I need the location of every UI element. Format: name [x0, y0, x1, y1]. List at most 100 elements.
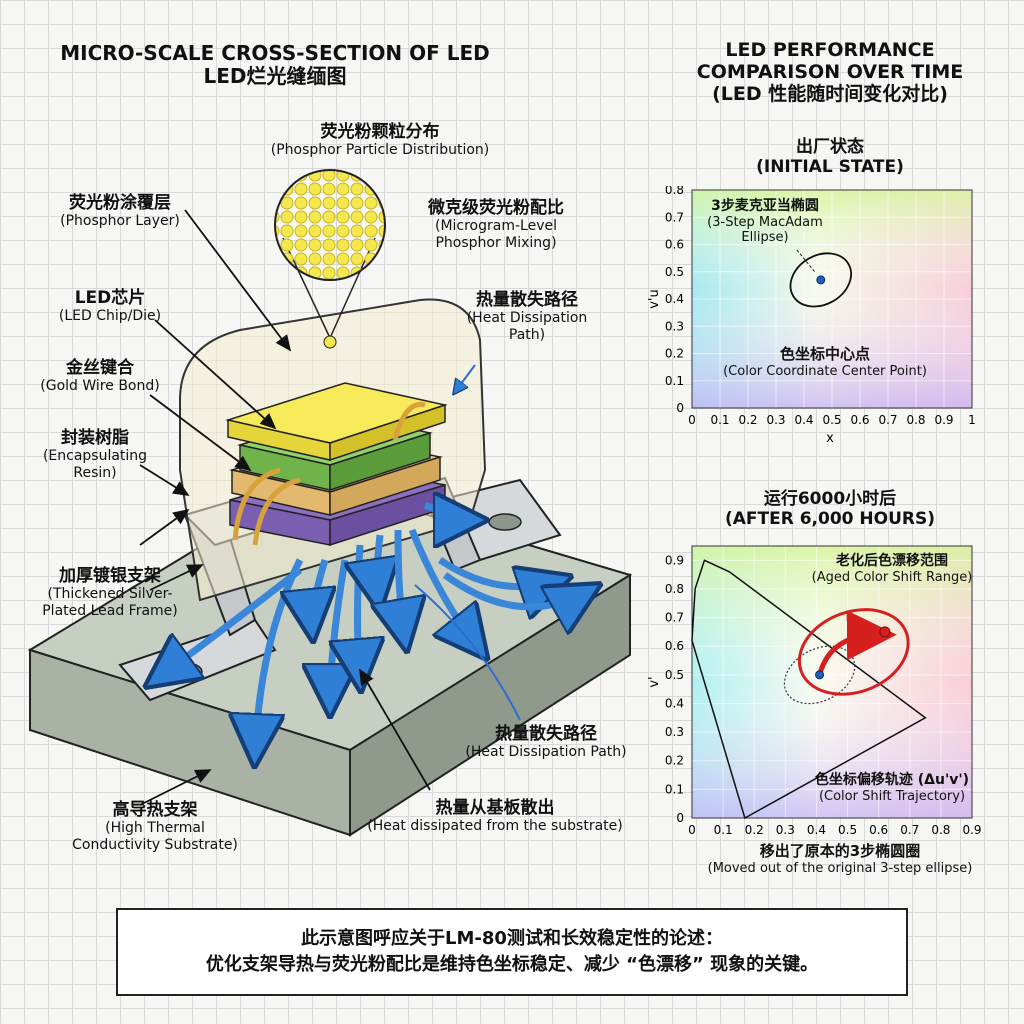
y-tick-label: 0 [676, 401, 684, 415]
plot-frame [691, 545, 973, 819]
y-tick-label: 0.9 [665, 553, 684, 567]
gold-wire-bonds [232, 401, 426, 546]
x-tick-label: 0.8 [906, 413, 925, 427]
wire-zh: 金丝键合 [66, 358, 134, 378]
y-tick-label: 0.8 [665, 582, 684, 596]
frame-en1: (Thickened Silver- [47, 586, 173, 603]
aged-ellipse [797, 608, 910, 696]
center-label-en: (Color Coordinate Center Point) [723, 363, 927, 379]
sub-heat-en: (Heat dissipated from the substrate) [367, 818, 623, 835]
right-title-line2: COMPARISON OVER TIME [696, 60, 964, 83]
wire-en: (Gold Wire Bond) [40, 378, 160, 395]
heat-callout-curve [414, 584, 521, 721]
y-tick-label: 0.5 [665, 265, 684, 279]
y-tick-label: 0.5 [665, 668, 684, 682]
chart1-title-zh: 出厂状态 [796, 137, 864, 157]
substrate-zh: 高导热支架 [112, 800, 198, 820]
footer-line1: 此示意图呼应关于LM-80测试和长效稳定性的论述： [301, 927, 723, 949]
heat-callout-arrow [455, 364, 476, 392]
x-tick-label: 0.1 [710, 413, 729, 427]
x-tick-label: 0.7 [878, 413, 897, 427]
y-axis-label: v' [647, 676, 662, 687]
x-tick-label: 0 [688, 823, 696, 837]
y-tick-label: 0.6 [665, 639, 684, 653]
plot-frame [691, 189, 973, 409]
y-axis-label: v'u [647, 289, 662, 309]
x-tick-label: 0.4 [794, 413, 813, 427]
chip-stack [225, 382, 448, 547]
x-tick-label: 0.2 [745, 823, 764, 837]
x-tick-label: 0.9 [934, 413, 953, 427]
y-tick-label: 0.4 [665, 292, 684, 306]
y-tick-label: 0.4 [665, 696, 684, 710]
ellipse-label-en2: Ellipse) [741, 229, 789, 245]
plot-background-overlay [692, 546, 972, 818]
center-label-zh: 色坐标中心点 [779, 345, 870, 363]
aged-point [879, 626, 891, 638]
y-tick-label: 0.7 [665, 210, 684, 224]
x-tick-label: 0.6 [850, 413, 869, 427]
x-tick-label: 0.5 [822, 413, 841, 427]
frame-zh: 加厚镀银支架 [59, 566, 161, 586]
phosphor-layer-zh: 荧光粉涂覆层 [69, 193, 171, 213]
phosphor-dist-en: (Phosphor Particle Distribution) [270, 142, 490, 159]
ellipse-label-en1: (3-Step MacAdam [707, 214, 823, 230]
phosphor-layer-en: (Phosphor Layer) [60, 213, 180, 230]
x-tick-label: 0.8 [931, 823, 950, 837]
moved-label-en: (Moved out of the original 3-step ellips… [707, 860, 973, 876]
x-tick-label: 0.5 [838, 823, 857, 837]
x-tick-label: 0.9 [962, 823, 981, 837]
y-tick-label: 0.2 [665, 347, 684, 361]
original-point [815, 670, 825, 680]
callout-lines [139, 209, 431, 806]
y-tick-label: 0.6 [665, 238, 684, 252]
left-title-en: MICRO-SCALE CROSS-SECTION OF LED [60, 41, 490, 65]
mixing-en2: Phosphor Mixing) [435, 234, 557, 251]
footer-line2: 优化支架导热与荧光粉配比是维持色坐标稳定、减少 “色漂移” 现象的关键。 [205, 954, 819, 975]
aged-label-en: (Aged Color Shift Range) [811, 569, 973, 585]
spectral-locus [691, 559, 927, 820]
chip-en: (LED Chip/Die) [58, 308, 162, 325]
x-tick-label: 0.3 [776, 823, 795, 837]
heat-path-zh: 热量散失路径 [476, 290, 578, 310]
frame-en2: Plated Lead Frame) [42, 602, 178, 619]
x-tick-label: 0.7 [900, 823, 919, 837]
heat-path2-en: (Heat Dissipation Path) [465, 744, 627, 761]
chart2-title-en: (AFTER 6,000 HOURS) [724, 508, 936, 529]
y-tick-label: 0.8 [665, 186, 684, 197]
heat-arrows [155, 505, 590, 755]
phosphor-magnifier [274, 169, 386, 349]
ellipse-label-zh: 3步麦克亚当椭圆 [711, 198, 819, 214]
resin-en2: Resin) [73, 464, 117, 481]
x-tick-label: 0.4 [807, 823, 826, 837]
x-tick-label: 0.6 [869, 823, 888, 837]
aged-label-zh: 老化后色漂移范围 [836, 553, 948, 569]
footer-note: 此示意图呼应关于LM-80测试和长效稳定性的论述： 优化支架导热与荧光粉配比是维… [116, 908, 908, 996]
y-tick-label: 0.1 [665, 782, 684, 796]
right-title-line3: (LED 性能随时间变化对比) [712, 82, 948, 105]
heat-path2-zh: 热量散失路径 [495, 724, 597, 744]
y-tick-label: 0.2 [665, 754, 684, 768]
chart-after-6000-hours: 0 0.1 0.2 0.3 0.4 0.5 0.6 0.7 0.8 0.9 0 0.1 0.2 0.3 0.… [647, 545, 982, 837]
moved-label-zh: 移出了原本的3步椭圆圈 [759, 842, 921, 860]
mixing-zh: 微克级荧光粉配比 [428, 198, 564, 218]
led-cross-section-diagram [27, 169, 633, 837]
y-tick-label: 0.7 [665, 611, 684, 625]
chart1-title-en: (INITIAL STATE) [756, 156, 904, 177]
resin-en1: (Encapsulating [42, 448, 148, 465]
y-tick-label: 0.1 [665, 374, 684, 388]
y-tick-label: 0.3 [665, 319, 684, 333]
x-axis-label: x [826, 431, 834, 446]
x-tick-label: 0.1 [714, 823, 733, 837]
resin-zh: 封装树脂 [61, 428, 129, 448]
y-tick-label: 0 [676, 811, 684, 825]
y-tick-label: 0.3 [665, 725, 684, 739]
x-tick-label: 0.2 [738, 413, 757, 427]
substrate-en1: (High Thermal [105, 820, 205, 837]
chart2-title-zh: 运行6000小时后 [763, 489, 897, 509]
x-tick-label: 0.3 [766, 413, 785, 427]
shift-trajectory-arrow [817, 610, 897, 676]
phosphor-dist-zh: 荧光粉颗粒分布 [320, 122, 440, 142]
right-title-line1: LED PERFORMANCE [725, 39, 935, 61]
